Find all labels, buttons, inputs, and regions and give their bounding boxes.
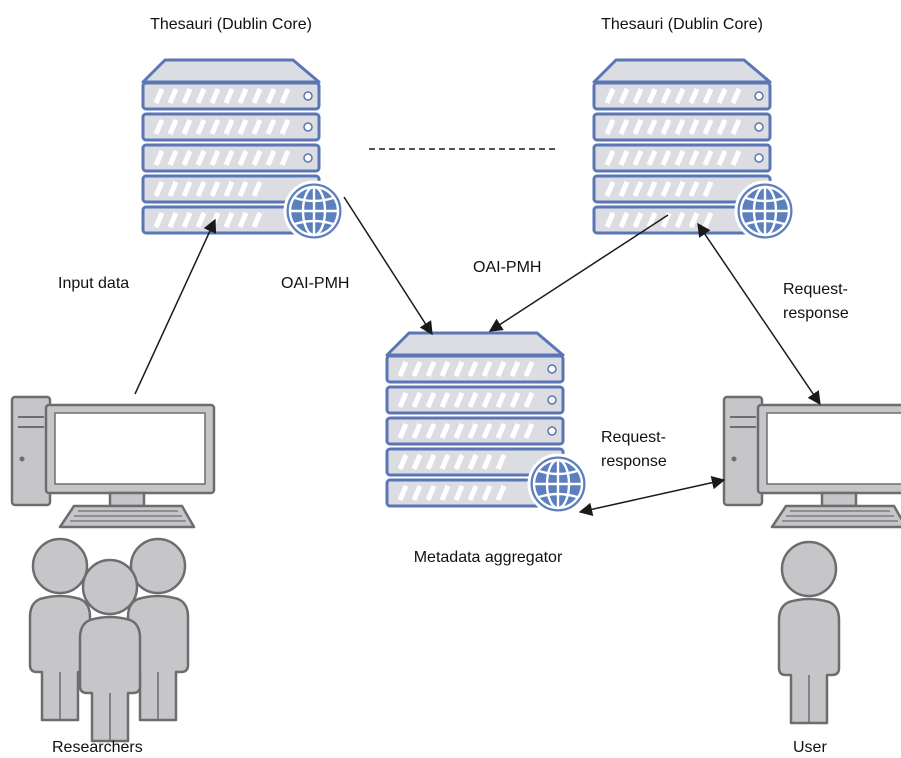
request-response-lower-label-line2: response [601, 453, 667, 470]
input-data-label: Input data [58, 275, 129, 292]
researchers-label: Researchers [52, 739, 143, 756]
input-data-arrow [134, 218, 217, 395]
oai-pmh-left-arrow [343, 196, 433, 336]
thesauri-server-right-icon [594, 60, 794, 240]
thesauri-right-label: Thesauri (Dublin Core) [601, 16, 763, 33]
oai-pmh-right-arrow [488, 214, 669, 332]
request-response-upper-arrow [697, 222, 821, 406]
request-response-lower-arrow [578, 476, 726, 516]
user-label: User [793, 739, 827, 756]
request-response-lower-label-line1: Request- [601, 429, 666, 446]
thesauri-left-label: Thesauri (Dublin Core) [150, 16, 312, 33]
user-computer-icon [722, 395, 901, 529]
thesauri-server-left-icon [143, 60, 343, 240]
metadata-aggregator-label: Metadata aggregator [414, 549, 563, 566]
metadata-aggregator-server-icon [387, 333, 587, 513]
request-response-upper-label-line2: response [783, 305, 849, 322]
oai-pmh-right-label: OAI-PMH [473, 259, 541, 276]
request-response-upper-label-line1: Request- [783, 281, 848, 298]
researchers-group-icon [28, 537, 190, 743]
oai-pmh-left-label: OAI-PMH [281, 275, 349, 292]
user-person-icon [777, 540, 841, 725]
researchers-computer-icon [10, 395, 216, 529]
